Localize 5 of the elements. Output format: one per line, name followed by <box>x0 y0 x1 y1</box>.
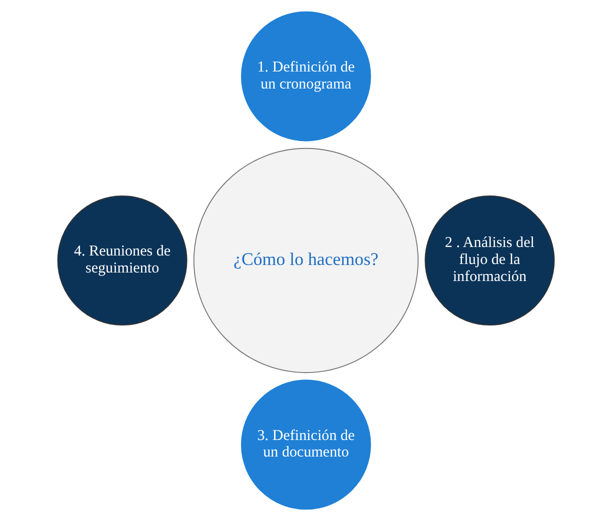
node-circle: 4. Reuniones de seguimiento <box>56 196 187 326</box>
node-circle: 3. Definición de un documento <box>240 380 370 510</box>
node-circle: ¿Cómo lo hacemos? <box>192 148 418 374</box>
node-circle: 1. Definición de un cronograma <box>240 11 370 142</box>
node-circle: 2 . Análisis del flujo de la información <box>424 196 554 326</box>
